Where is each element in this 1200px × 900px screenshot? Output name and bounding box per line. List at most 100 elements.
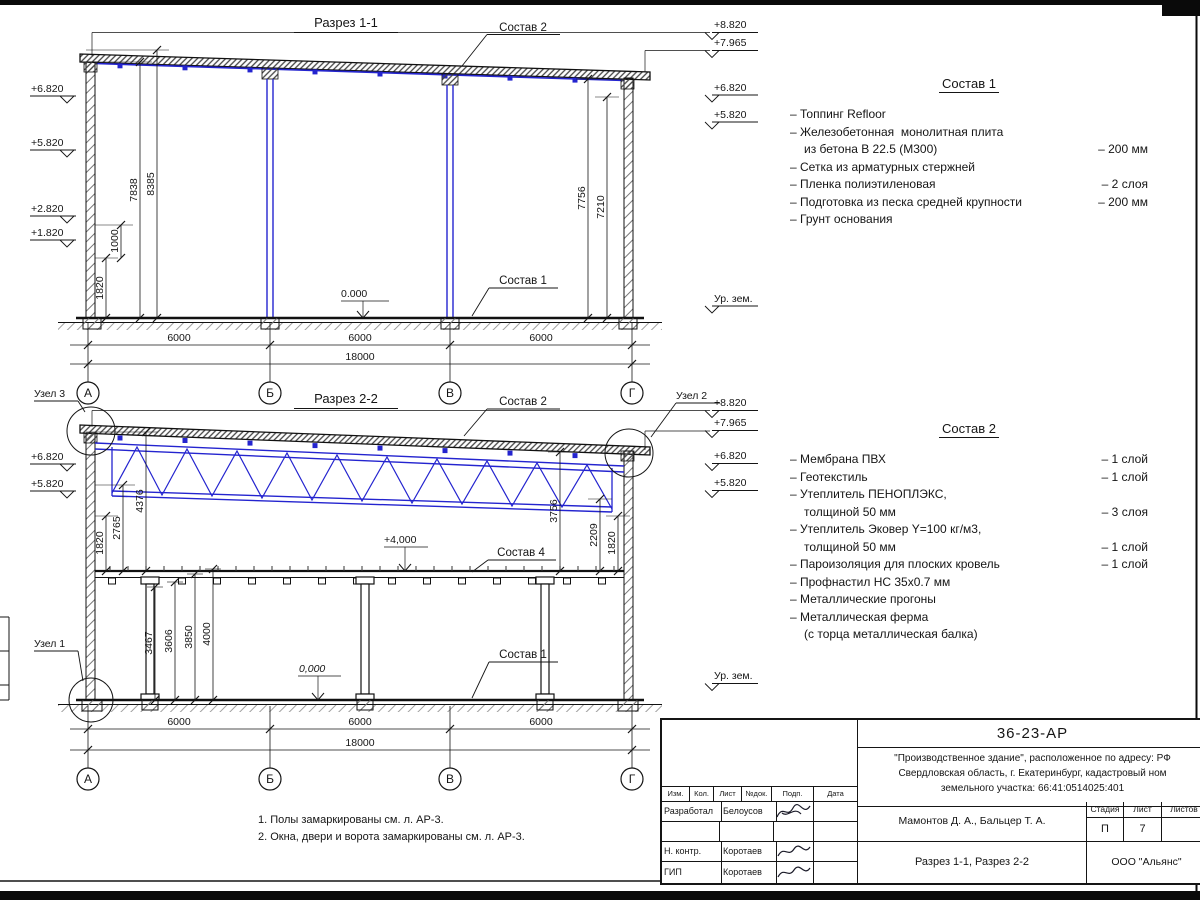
elev-label: +8.820: [714, 19, 747, 31]
axis-label: Г: [629, 386, 636, 400]
node-label: Узел 3: [34, 388, 65, 400]
dim-label: 4376: [134, 489, 146, 513]
col-header: №док.: [742, 787, 772, 802]
list-item: – Топпинг Refloor: [790, 107, 886, 121]
section-1-1-marks: [30, 32, 758, 319]
roof-slab: [79, 53, 651, 81]
dim-label: 3606: [163, 629, 175, 653]
dim-label: 3467: [143, 631, 155, 655]
elev-label: +2.820: [31, 203, 64, 215]
col-header: Лист: [714, 787, 742, 802]
signature-cell: [774, 822, 814, 842]
composition-1-block: Состав 1 – Топпинг Refloor – Железобетон…: [790, 76, 1148, 229]
dim-label: 6000: [167, 716, 191, 728]
level-mark: +4,000: [384, 534, 417, 546]
axis-label: В: [446, 772, 454, 786]
dim-label: 6000: [529, 716, 553, 728]
stage-column: Стадия П: [1087, 802, 1124, 842]
elevation-ref-lines: [91, 410, 710, 450]
signature-cell: [774, 862, 814, 883]
axis-bubbles: [76, 767, 644, 791]
list-item: – Грунт основания: [790, 212, 893, 226]
role-cell: Н. контр.: [662, 842, 722, 862]
revision-zone: [662, 720, 857, 787]
list-item: толщиной 50 мм– 1 слой: [804, 539, 1148, 554]
dim-label: 1820: [94, 531, 106, 555]
elev-label: +6.820: [31, 451, 64, 463]
elev-label: +7.965: [714, 417, 747, 429]
section-title: Разрез 1-1: [314, 15, 378, 30]
list-item: – Железобетонная монолитная плита: [790, 124, 1004, 139]
dim-label: 4000: [201, 622, 213, 646]
leader-label: Состав 4: [497, 547, 545, 559]
authors-cell: Мамонтов Д. А., Бальцер Т. А.: [857, 802, 1087, 842]
dim-label: 2209: [588, 523, 600, 547]
elev-label: +6.820: [714, 82, 747, 94]
signature-cell: [774, 802, 814, 822]
dim-label: 2765: [111, 516, 123, 540]
elev-marks-left: [30, 95, 76, 248]
dim-label: 7210: [595, 195, 607, 219]
note-line: 2. Окна, двери и ворота замаркированы см…: [258, 831, 525, 843]
list-item: – Утеплитель ПЕНОПЛЭКС,: [790, 487, 947, 501]
margin-boxes: [0, 616, 10, 701]
axis-label: Г: [629, 772, 636, 786]
sheet-title-cell: Разрез 1-1, Разрез 2-2: [857, 842, 1087, 883]
section-title: Разрез 2-2: [314, 391, 378, 406]
dim-label: 1820: [94, 276, 106, 300]
ground-label: Ур. зем.: [714, 670, 753, 682]
project-line: "Производственное здание", расположенное…: [894, 753, 1171, 764]
role-cell: Разработал: [662, 802, 722, 822]
leader-label: Состав 2: [499, 22, 547, 34]
leader-label: Состав 2: [499, 396, 547, 408]
foundations: [81, 699, 639, 712]
dim-label: 18000: [345, 737, 374, 749]
column-caps: [83, 61, 635, 90]
name-cell: Белоусов: [720, 802, 777, 822]
level-mark: 0,000: [299, 663, 325, 675]
elev-label: +5.820: [31, 478, 64, 490]
dim-label: 8385: [145, 172, 157, 196]
section-2-2-marks: [30, 400, 758, 701]
composition-title-text: Состав 2: [939, 421, 999, 438]
axis-label: Б: [266, 386, 274, 400]
signature-cell: [774, 842, 814, 862]
col-header: Кол.: [690, 787, 714, 802]
list-item: – Пленка полиэтиленовая– 2 слоя: [790, 177, 1148, 191]
list-item: – Геотекстиль– 1 слой: [790, 469, 1148, 484]
col-header: Изм.: [662, 787, 690, 802]
section-1-1-structure: [58, 32, 710, 330]
list-item: – Утеплитель Эковер Y=100 кг/м3,: [790, 522, 982, 536]
node-circles: [66, 406, 654, 723]
dim-label: 3756: [548, 499, 560, 523]
date-cell: [814, 822, 857, 842]
list-item: – Профнастил НС 35х0.7 мм: [790, 574, 951, 589]
interior-columns: [140, 576, 555, 701]
axis-bubbles: [76, 381, 644, 405]
dim-label: 7756: [576, 186, 588, 210]
elev-marks-right: [704, 410, 758, 692]
dim-label: 6000: [167, 332, 191, 344]
elev-label: +8.820: [714, 397, 747, 409]
wall-right: [623, 450, 634, 701]
ground-label: Ур. зем.: [714, 293, 753, 305]
roof-purlins: [117, 435, 578, 459]
elev-marks-right: [704, 32, 758, 314]
sheets-label: Листов: [1162, 802, 1200, 818]
sheets-column: Листов: [1162, 802, 1200, 842]
role-cell: ГИП: [662, 862, 722, 883]
project-line: земельного участка: 66:41:0514025:401: [940, 783, 1125, 794]
col-header: Подп.: [772, 787, 814, 802]
dim-label: 1820: [606, 531, 618, 555]
axis-label: А: [84, 386, 92, 400]
dim-label: 6000: [529, 332, 553, 344]
date-cell: [814, 802, 857, 822]
col-header: Дата: [814, 787, 857, 802]
axis-label: Б: [266, 772, 274, 786]
role-cell: [662, 822, 720, 842]
elev-label: +5.820: [714, 109, 747, 121]
ground-hatch: [58, 323, 662, 330]
leader-label: Состав 1: [499, 649, 547, 661]
composition-1-title: Состав 1: [790, 76, 1148, 93]
elev-label: +1.820: [31, 227, 64, 239]
